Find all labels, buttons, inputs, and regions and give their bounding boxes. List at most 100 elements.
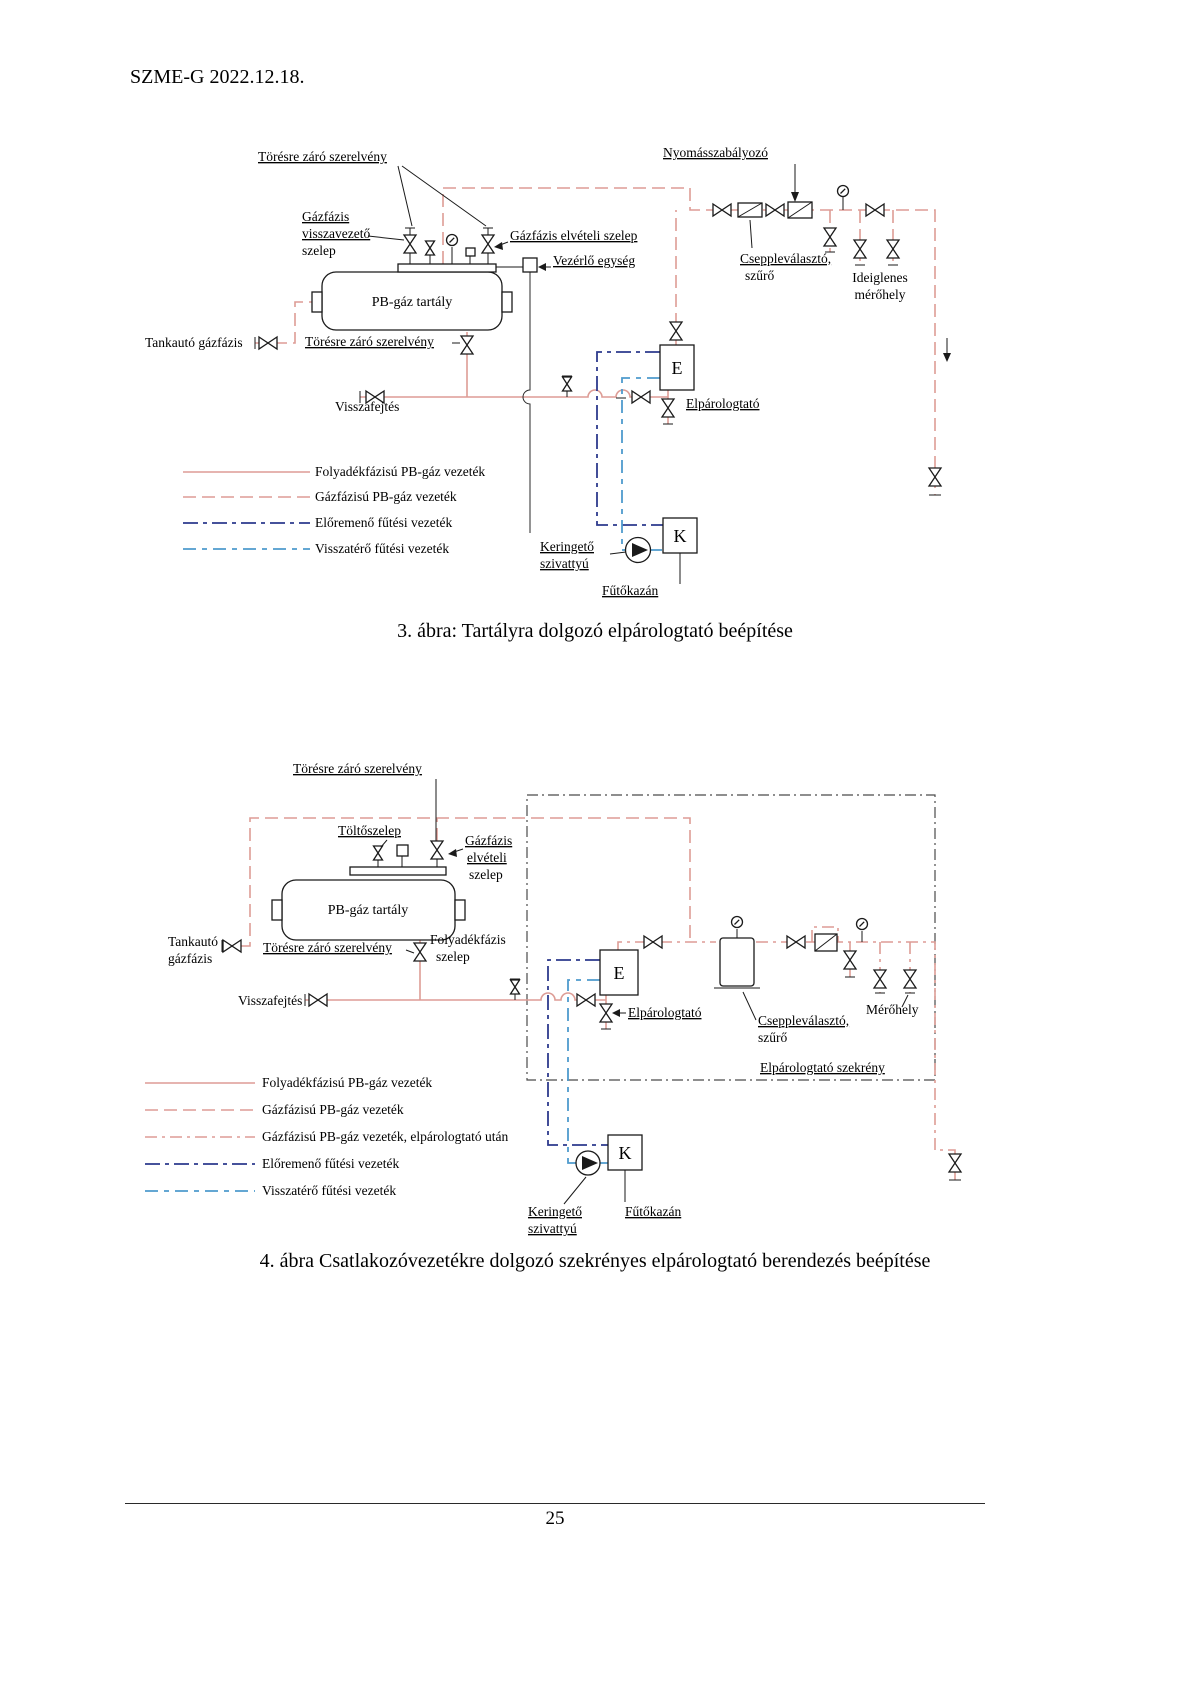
fig3-label-temp-meter-1: Ideiglenes <box>852 270 907 285</box>
control-fitting-icon <box>396 844 409 857</box>
level-sensor-icon <box>465 247 476 257</box>
boiler-box <box>662 517 698 554</box>
flow-arrow-stem <box>929 338 948 496</box>
pressure-regulator-icon <box>814 933 838 952</box>
fig4-legend-label-0: Folyadékfázisú PB-gáz vezeték <box>262 1075 432 1090</box>
fill-valve-icon <box>372 845 384 861</box>
footer-rule <box>125 1503 985 1504</box>
fig4-evaporator-letter: E <box>614 963 625 983</box>
fig4-heating-supply-pipe <box>547 959 608 1146</box>
pipe-end-caps <box>221 940 306 1006</box>
fig3-legend-label-1: Gázfázisú PB-gáz vezeték <box>315 489 457 504</box>
fig3-label-separator-2: szűrő <box>745 268 774 283</box>
pressure-gauge-icon <box>445 233 459 247</box>
fig4-gas-piping <box>222 817 691 947</box>
pressure-gauge-icon <box>730 915 744 929</box>
document-header: SZME-G 2022.12.18. <box>130 66 305 88</box>
valve-icon <box>928 467 942 487</box>
fig3-label-temp-meter-2: mérőhely <box>855 287 906 302</box>
fig3-label-pump-1: Keringető <box>540 539 594 554</box>
meter-valve-icon <box>886 239 900 259</box>
fig4-label-separator-2: szűrő <box>758 1030 787 1045</box>
meter-valve-icon <box>873 969 887 989</box>
fig4-label-evaporator: Elpárologtató <box>628 1005 702 1020</box>
fig3-legend-label-0: Folyadékfázisú PB-gáz vezeték <box>315 464 485 479</box>
pump-impeller-icon <box>632 543 648 557</box>
fig4-label-break-valve-top: Törésre záró szerelvény <box>293 761 422 776</box>
fig3-label-gas-extraction: Gázfázis elvételi szelep <box>510 228 638 243</box>
fig3-label-break-valve-top: Törésre záró szerelvény <box>258 149 387 164</box>
fig4-label-liquid-valve-2: szelep <box>436 949 470 964</box>
fig3-label-pressure-regulator: Nyomásszabályozó <box>663 145 768 160</box>
valve-icon <box>843 950 857 970</box>
figure4-diagram: PB-gáz tartály E <box>145 761 962 1236</box>
fig4-label-liquid-valve-1: Folyadékfázis <box>430 932 506 947</box>
fig4-label-meter: Mérőhely <box>866 1002 919 1017</box>
valve-icon <box>765 203 785 217</box>
leader-lines <box>367 164 796 555</box>
pressure-gauge-icon <box>836 184 850 198</box>
meter-valve-icon <box>903 969 917 989</box>
valve-icon <box>631 390 651 404</box>
page-number: 25 <box>545 1508 565 1529</box>
fig3-legend-label-2: Előremenő fűtési vezeték <box>315 515 452 530</box>
fig4-label-separator-1: Cseppleválasztó, <box>758 1013 849 1028</box>
evaporator-box <box>599 949 639 996</box>
fig3-control-wire <box>522 272 531 533</box>
pressure-gauge-icon <box>855 917 869 931</box>
arrowhead-icon <box>448 849 457 857</box>
drip-separator-icon <box>714 929 760 989</box>
tank-drain-valve-icon <box>460 335 474 355</box>
leader-lines <box>380 779 909 1205</box>
fig3-tank <box>311 263 513 331</box>
pump-impeller-icon <box>582 1156 598 1170</box>
valve-icon <box>823 227 837 247</box>
fig4-label-pump-1: Keringető <box>528 1204 582 1219</box>
fig3-label-tank: PB-gáz tartály <box>372 295 452 310</box>
fig3-label-gas-return-3: szelep <box>302 243 336 258</box>
fig4-label-tanker-2: gázfázis <box>168 951 212 966</box>
valve-icon <box>865 203 885 217</box>
control-unit-box <box>522 257 538 273</box>
fig3-boiler-letter: K <box>674 526 687 546</box>
fig4-legend: Folyadékfázisú PB-gáz vezeték Gázfázisú … <box>145 1075 509 1198</box>
evaporator-box <box>659 344 695 391</box>
fig3-label-gas-return-1: Gázfázis <box>302 209 349 224</box>
fig3-heating-supply-pipe <box>596 351 663 526</box>
fig3-label-evaporator: Elpárologtató <box>686 396 760 411</box>
boiler-box <box>607 1134 643 1171</box>
fig3-label-separator-1: Cseppleválasztó, <box>740 251 831 266</box>
fig3-fitting-stems <box>405 227 493 264</box>
liquid-phase-valve-icon <box>413 942 427 962</box>
fig3-label-break-valve-bottom: Törésre záró szerelvény <box>305 334 434 349</box>
fig4-label-fill-valve: Töltőszelep <box>338 823 401 838</box>
figure4-caption: 4. ábra Csatlakozóvezetékre dolgozó szek… <box>259 1250 931 1272</box>
pressure-regulator-icon <box>787 201 813 219</box>
instrument-icon <box>561 376 573 392</box>
valve-icon <box>669 321 683 341</box>
valve-icon <box>948 1153 962 1173</box>
fig4-label-pump-2: szivattyú <box>528 1221 577 1236</box>
fig4-legend-label-3: Előremenő fűtési vezeték <box>262 1156 399 1171</box>
pipe-end-caps <box>254 337 673 425</box>
fig3-legend: Folyadékfázisú PB-gáz vezeték Gázfázisú … <box>183 464 485 556</box>
gas-return-valve-icon <box>403 234 417 254</box>
flow-arrow-icon <box>943 353 951 362</box>
valve-icon <box>712 203 732 217</box>
fig4-legend-label-4: Visszatérő fűtési vezeték <box>262 1183 396 1198</box>
pipe-end-caps <box>825 251 898 266</box>
instrument-icon <box>509 979 521 995</box>
valve-icon <box>786 935 806 949</box>
fig4-label-gas-extraction-2: elvételi <box>467 850 507 865</box>
evaporator-drain-valve-icon <box>661 398 675 418</box>
fig4-after-evap-piping <box>617 926 956 1180</box>
fig4-tank <box>271 866 466 941</box>
fig4-fitting-stems <box>373 845 438 867</box>
fig4-legend-label-1: Gázfázisú PB-gáz vezeték <box>262 1102 404 1117</box>
figure3-diagram: PB-gáz tartály <box>145 145 951 598</box>
valve-icon <box>643 935 663 949</box>
tanker-valve-icon <box>258 336 278 350</box>
valve-icon <box>576 993 596 1007</box>
gas-extraction-valve-icon <box>481 234 495 254</box>
